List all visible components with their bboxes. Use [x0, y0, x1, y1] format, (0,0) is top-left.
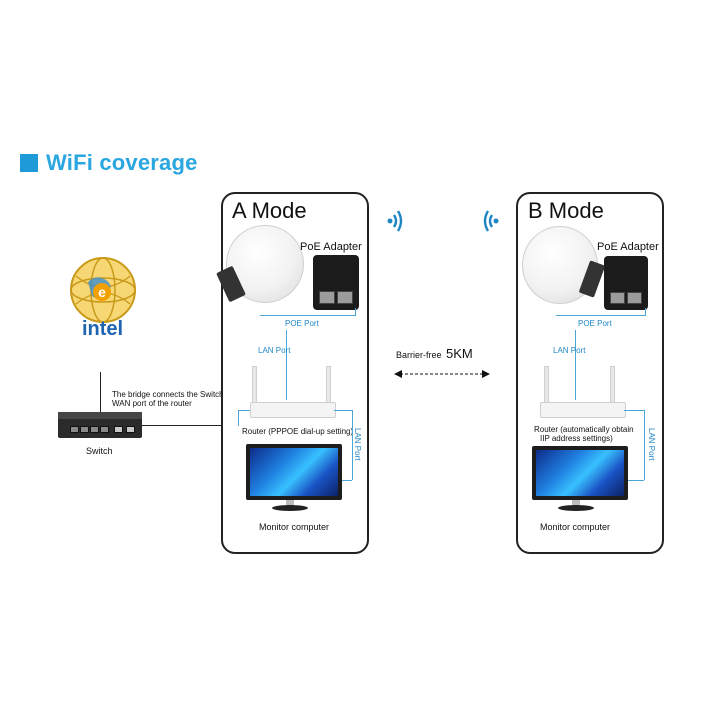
mode-a-monitor-neck — [286, 500, 294, 506]
mode-a-poe-cable-riser — [355, 308, 356, 316]
mode-a-monitor-base — [272, 505, 308, 511]
wifi-signal-left-icon — [483, 210, 499, 232]
switch-label: Switch — [86, 446, 113, 456]
mode-a-poe-adapter — [313, 255, 359, 310]
switch-note-line2: WAN port of the router — [112, 399, 192, 408]
mode-b-poe-adapter — [604, 256, 648, 310]
mode-b-monitor-base — [558, 505, 594, 511]
mode-a-lan-out-cable — [334, 410, 352, 411]
mode-a-lan-port-label: LAN Port — [258, 346, 291, 355]
mode-b-lan-port-label: LAN Port — [553, 346, 586, 355]
mode-b-lan-port-side-label: LAN Port — [647, 428, 656, 461]
globe-icon: e — [70, 257, 136, 323]
mode-a-lan-out-cable-drop — [352, 410, 353, 480]
link-distance: 5KM — [446, 346, 473, 361]
mode-b-lan-cable — [575, 330, 576, 400]
mode-b-monitor — [532, 446, 628, 500]
mode-b-lan-out-cable — [624, 410, 644, 411]
mode-a-poe-adapter-label: PoE Adapter — [300, 241, 362, 253]
mode-b-lan-out-cable-end — [626, 480, 644, 481]
mode-a-wan-cable-drop — [238, 410, 239, 426]
intel-logo-text: intel — [82, 318, 124, 340]
link-prefix: Barrier-free — [396, 350, 442, 360]
section-heading: WiFi coverage — [20, 150, 198, 176]
mode-b-poe-cable — [556, 315, 646, 316]
heading-title: WiFi coverage — [46, 150, 198, 175]
mode-b-title: B Mode — [528, 198, 604, 223]
switch-uplink-cable — [100, 372, 101, 412]
mode-a-monitor — [246, 444, 342, 500]
mode-a-lan-cable — [286, 330, 287, 400]
mode-a-cpe-antenna — [226, 225, 304, 303]
mode-a-poe-cable — [260, 315, 356, 316]
mode-a-router — [250, 402, 336, 418]
intel-logo: e — [62, 252, 144, 334]
mode-b-poe-port-label: POE Port — [578, 319, 612, 328]
mode-a-wan-cable — [238, 410, 250, 411]
mode-b-poe-adapter-label: PoE Adapter — [597, 241, 659, 253]
mode-a-lan-out-cable-end — [334, 480, 352, 481]
mode-a-lan-port-side-label: LAN Port — [353, 428, 362, 461]
mode-a-router-label: Router (PPPOE dial-up setting) — [242, 427, 354, 436]
svg-text:e: e — [98, 284, 106, 300]
wifi-signal-right-icon — [387, 210, 403, 232]
heading-square-icon — [20, 154, 38, 172]
mode-b-lan-out-cable-drop — [644, 410, 645, 480]
switch-to-router-cable — [142, 425, 238, 426]
mode-b-router-label-line2: IIP address settings) — [540, 434, 613, 443]
mode-a-title: A Mode — [232, 198, 307, 223]
link-distance-label: Barrier-free 5KM — [396, 346, 473, 361]
switch-device — [58, 412, 142, 438]
mode-b-router — [540, 402, 626, 418]
switch-note-line1: The bridge connects the Switch and the — [112, 390, 253, 399]
mode-a-poe-port-label: POE Port — [285, 319, 319, 328]
link-arrow — [394, 370, 490, 378]
mode-b-monitor-neck — [572, 500, 580, 506]
mode-b-monitor-label: Monitor computer — [540, 522, 611, 532]
mode-a-monitor-label: Monitor computer — [259, 522, 330, 532]
mode-b-poe-cable-riser — [645, 308, 646, 316]
mode-b-router-label-line1: Router (automatically obtain — [534, 425, 634, 434]
